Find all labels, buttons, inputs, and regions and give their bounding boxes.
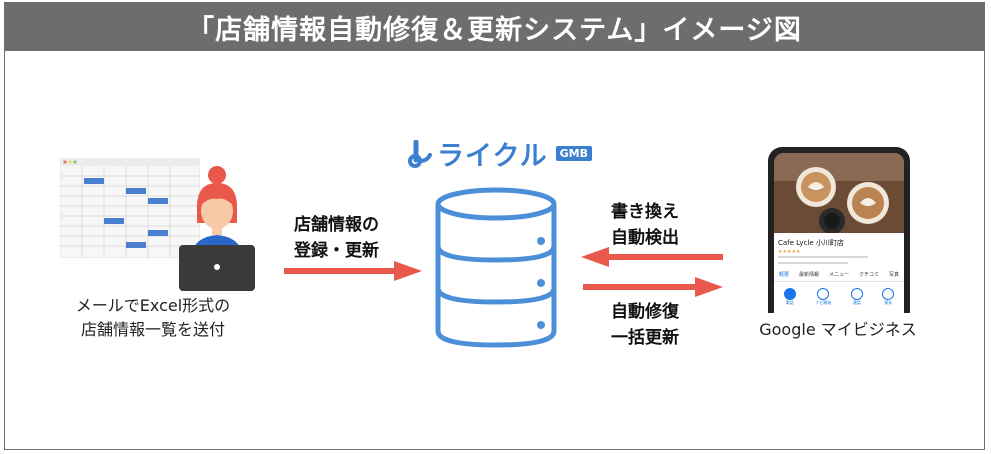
diagram-title: 「店舗情報自動修復＆更新システム」イメージ図 <box>5 3 984 51</box>
diagram-frame: 「店舗情報自動修復＆更新システム」イメージ図 <box>4 2 985 450</box>
phone-save-icon <box>882 288 895 300</box>
rewrite-detect-label: 書き換え 自動検出 <box>611 199 679 251</box>
gmb-badge: GMB <box>555 146 593 161</box>
register-update-label-line1: 店舗情報の <box>294 215 379 235</box>
register-update-label-line2: 登録・更新 <box>294 241 379 261</box>
phone-action-save[interactable]: 保存 <box>882 288 895 306</box>
phone-screen: Cafe Lycle 小川町店 ★★★★★ 概要 最新情報 メニュー クチコミ … <box>774 153 904 313</box>
spreadsheet-illustration <box>60 158 200 258</box>
phone-tab-reviews[interactable]: クチコミ <box>858 272 879 278</box>
rewrite-detect-arrow <box>581 247 723 267</box>
person-with-laptop-icon <box>179 166 255 291</box>
phone-rating-stars: ★★★★★ <box>778 249 801 255</box>
auto-repair-arrow <box>583 277 723 297</box>
phone-action-label: 電話 <box>785 300 794 305</box>
phone-action-label: ナビ開始 <box>815 300 832 305</box>
auto-repair-label-line2: 一括更新 <box>611 328 679 348</box>
auto-repair-label-line1: 自動修復 <box>611 302 679 322</box>
phone-navigate-icon <box>817 288 830 300</box>
raikuru-logo-mark-icon <box>408 139 432 168</box>
phone-phone-icon <box>850 288 863 300</box>
phone-tab-bar: 概要 最新情報 メニュー クチコミ 写真 <box>774 271 904 282</box>
phone-tab-updates[interactable]: 最新情報 <box>798 272 819 278</box>
rewrite-detect-label-line1: 書き換え <box>611 202 679 222</box>
auto-repair-label: 自動修復 一括更新 <box>611 299 679 351</box>
phone-action-label: 保存 <box>884 300 893 305</box>
phone-action-phone[interactable]: 通話 <box>850 288 863 306</box>
phone-action-row: 電話 ナビ開始 通話 保存 <box>774 288 904 306</box>
phone-shop-name: Cafe Lycle 小川町店 <box>778 239 844 247</box>
phone-call-icon <box>783 288 796 300</box>
phone-action-navigate[interactable]: ナビ開始 <box>815 288 831 306</box>
google-my-business-caption: Google マイビジネス <box>759 320 917 339</box>
coffee-photo <box>774 153 904 233</box>
excel-send-caption-line2: 店舗情報一覧を送付 <box>80 320 225 339</box>
database-icon <box>435 187 557 348</box>
phone-info-line <box>778 262 848 264</box>
raikuru-logo: ライクル GMB <box>407 134 593 173</box>
excel-send-caption-line1: メールでExcel形式の <box>75 296 231 315</box>
register-update-label: 店舗情報の 登録・更新 <box>294 212 379 264</box>
raikuru-logo-text: ライクル <box>437 141 548 172</box>
phone-tab-overview[interactable]: 概要 <box>778 272 789 278</box>
phone-tab-photos[interactable]: 写真 <box>888 272 899 278</box>
phone-info-line <box>778 256 868 258</box>
phone-mockup: Cafe Lycle 小川町店 ★★★★★ 概要 最新情報 メニュー クチコミ … <box>768 147 910 313</box>
phone-action-call[interactable]: 電話 <box>783 288 796 306</box>
rewrite-detect-label-line2: 自動検出 <box>611 228 679 248</box>
phone-tab-menu[interactable]: メニュー <box>828 272 849 278</box>
phone-action-label: 通話 <box>852 300 861 305</box>
excel-send-caption: メールでExcel形式の 店舗情報一覧を送付 <box>53 294 253 342</box>
register-arrow <box>284 261 422 281</box>
